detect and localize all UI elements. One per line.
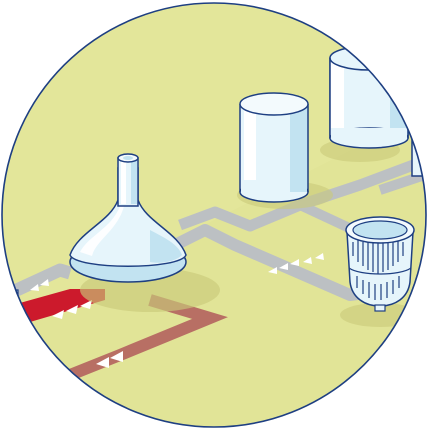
cylinder-tank-icon <box>240 93 308 202</box>
edge-vessel <box>0 290 18 318</box>
filter-basket <box>346 217 414 311</box>
cylinder-tank-icon <box>330 46 408 148</box>
perforated-filter-icon <box>346 217 414 311</box>
storage-tank-front <box>240 93 308 202</box>
